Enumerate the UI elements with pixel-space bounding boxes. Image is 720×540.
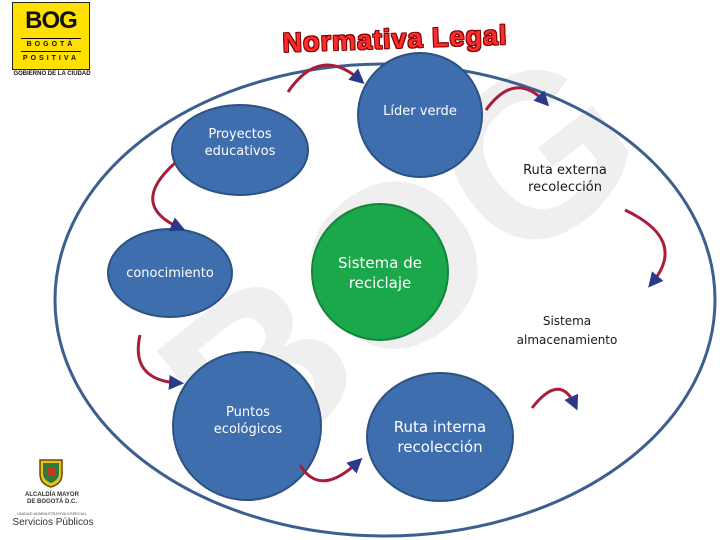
arrow-1 [286,63,365,93]
node-proyectos-educativos [171,104,309,196]
logo-government: GOBIERNO DE LA CIUDAD [13,71,91,77]
logo-slogan: POSITIVA [22,55,80,62]
bog-logo: BOG BOGOTÁ POSITIVA [12,2,90,70]
label-sistema-almacenamiento: Sistema almacenamiento [516,314,618,347]
arrow-7 [298,457,363,483]
footer-unidad: UNIDAD ADMINISTRATIVA ESPECIAL [17,511,87,516]
arrow-3 [151,161,186,232]
label-ruta-externa: Ruta externa recolección [523,163,607,195]
arrow-2 [484,86,550,111]
arrow-5 [136,334,184,390]
footer-alcaldia: ALCALDÍA MAYOR DE BOGOTÁ D.C. [25,492,79,506]
node-ruta-interna [366,372,514,502]
label-proyectos-educativos: Proyectos educativos [204,127,276,159]
logo-city: BOGOTÁ [26,41,76,48]
node-puntos-ecologicos [172,351,322,501]
arrow-4 [624,208,667,288]
label-puntos-ecologicos: Puntos ecológicos [213,405,283,437]
label-sistema-reciclaje: Sistema de reciclaje [338,254,422,292]
logo-wordmark: BOG [25,7,78,34]
label-ruta-interna: Ruta interna recolección [393,418,487,456]
logo-rule [21,38,81,39]
label-lider-verde: Líder verde [383,104,457,119]
shield-icon [39,459,63,488]
node-sistema-reciclaje [311,203,449,341]
node-lider-verde [357,52,483,178]
label-conocimiento: conocimiento [126,266,214,281]
arrow-6 [530,387,579,411]
logo-rule [21,51,81,52]
footer-servicios: Servicios Públicos [12,517,94,528]
